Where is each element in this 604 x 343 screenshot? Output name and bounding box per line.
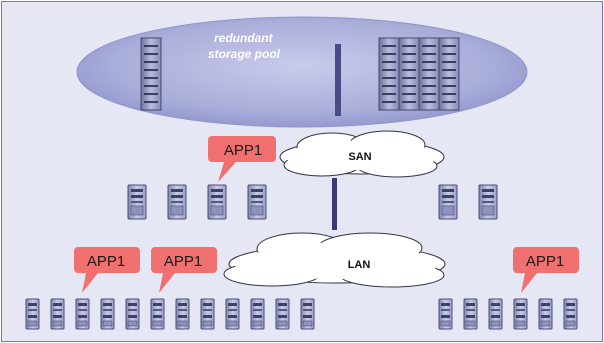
app1-callout-san: APP1 bbox=[208, 136, 276, 182]
storage-array-right bbox=[378, 37, 460, 111]
lan-cloud: LAN bbox=[223, 232, 446, 288]
app1-label: APP1 bbox=[526, 253, 564, 270]
pool-divider bbox=[335, 44, 341, 116]
san-label: SAN bbox=[348, 151, 371, 163]
pool-label-line2: storage pool bbox=[208, 47, 281, 61]
client-server-group-right bbox=[438, 298, 578, 330]
server-icon bbox=[478, 184, 498, 220]
app1-callout-center: APP1 bbox=[151, 247, 217, 293]
storage-array-left bbox=[140, 37, 162, 111]
server-icon bbox=[127, 184, 147, 220]
app1-label: APP1 bbox=[224, 142, 262, 159]
client-server-group-left bbox=[25, 298, 315, 330]
app1-label: APP1 bbox=[164, 253, 202, 270]
server-icon bbox=[247, 184, 267, 220]
app1-callout-right: APP1 bbox=[513, 247, 579, 293]
server-icon bbox=[167, 184, 187, 220]
server-icon bbox=[438, 184, 458, 220]
lan-label: LAN bbox=[348, 259, 371, 271]
server-icon bbox=[207, 184, 227, 220]
app1-label: APP1 bbox=[87, 253, 125, 270]
app1-callout-left: APP1 bbox=[74, 247, 140, 293]
app-server-group-left bbox=[127, 184, 267, 220]
san-lan-connector bbox=[332, 178, 337, 230]
pool-label-line1: redundant bbox=[214, 31, 274, 45]
storage-pool: redundant storage pool bbox=[76, 16, 528, 128]
san-cloud: SAN bbox=[279, 130, 445, 178]
app-server-group-right bbox=[438, 184, 498, 220]
